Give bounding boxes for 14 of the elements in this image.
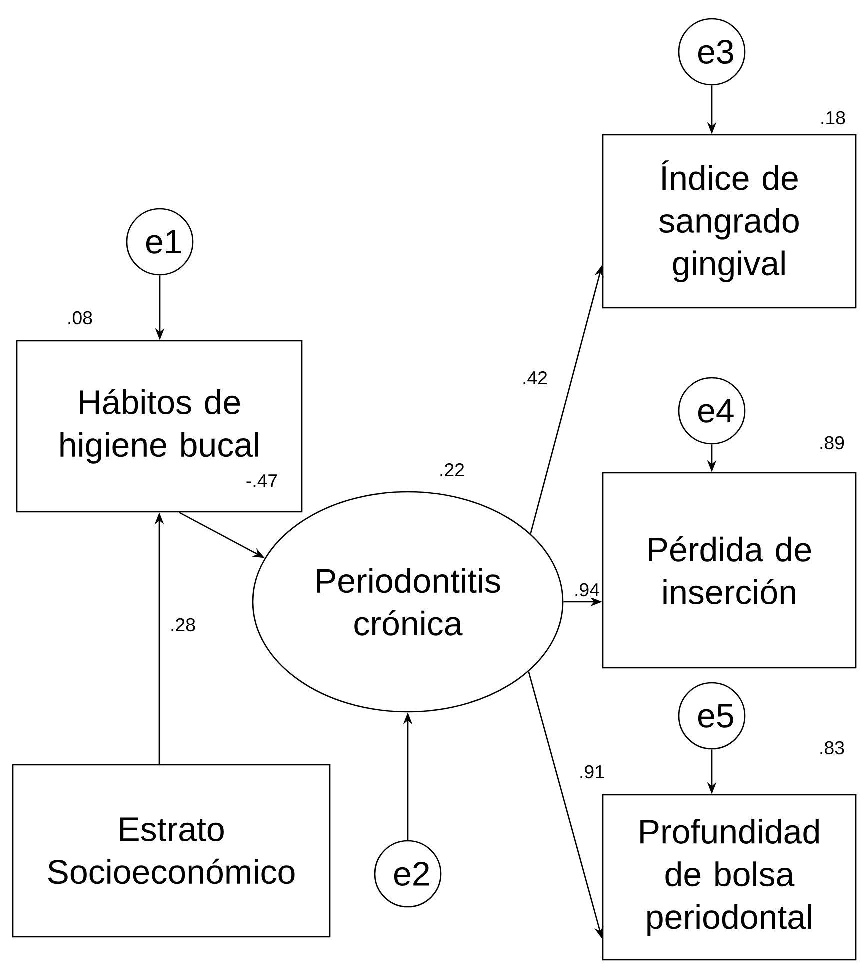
path-coefficient: .28 [168,617,198,633]
r-squared-value: .18 [822,111,846,125]
path-coefficient: .91 [578,764,606,780]
r-squared-value: .08 [68,311,92,325]
r-squared-value: .89 [820,436,844,450]
path-coefficient: .42 [520,370,550,386]
path-coefficient: -.47 [244,473,280,489]
box: Profundidad de bolsa periodontal [602,794,857,961]
r-squared-value: .22 [440,463,464,477]
box: Índice de sangrado gingival [602,134,857,309]
box: Estrato Socioeconómico [12,764,331,938]
r-squared-value: .83 [820,741,844,755]
path-coefficient: .94 [572,582,602,598]
box: Pérdida de inserción [602,472,857,669]
